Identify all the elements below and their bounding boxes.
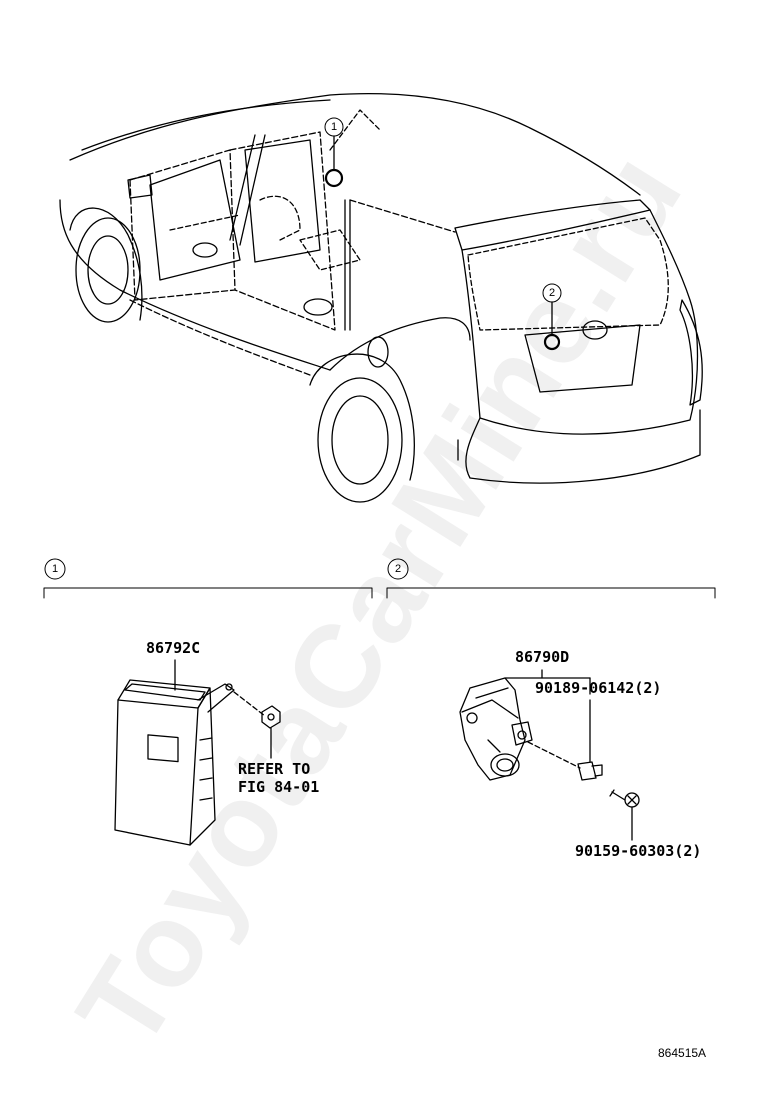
callout-2-top[interactable]: 2 bbox=[548, 287, 556, 299]
rear-camera-icon bbox=[459, 669, 591, 781]
section-2-number: 2 bbox=[394, 563, 402, 575]
car-illustration bbox=[59, 92, 703, 503]
part-number-86790D[interactable]: 86790D bbox=[515, 648, 570, 666]
part-number-clip[interactable]: 90159-60303(2) bbox=[575, 842, 702, 860]
callout-1-top[interactable]: 1 bbox=[330, 121, 338, 133]
part-number-86792C[interactable]: 86792C bbox=[146, 639, 201, 657]
nut-icon bbox=[261, 705, 281, 759]
figure-id: 864515A bbox=[658, 1046, 707, 1060]
section-brackets bbox=[43, 558, 716, 599]
refer-to-note-line1: REFER TO bbox=[238, 760, 311, 778]
refer-to-note-line2[interactable]: FIG 84-01 bbox=[238, 778, 320, 796]
screw-icon bbox=[577, 699, 603, 781]
control-module-icon bbox=[114, 659, 266, 846]
section-1-number: 1 bbox=[51, 563, 59, 575]
part-number-screw[interactable]: 90189-06142(2) bbox=[535, 679, 662, 697]
clip-icon bbox=[609, 789, 640, 841]
